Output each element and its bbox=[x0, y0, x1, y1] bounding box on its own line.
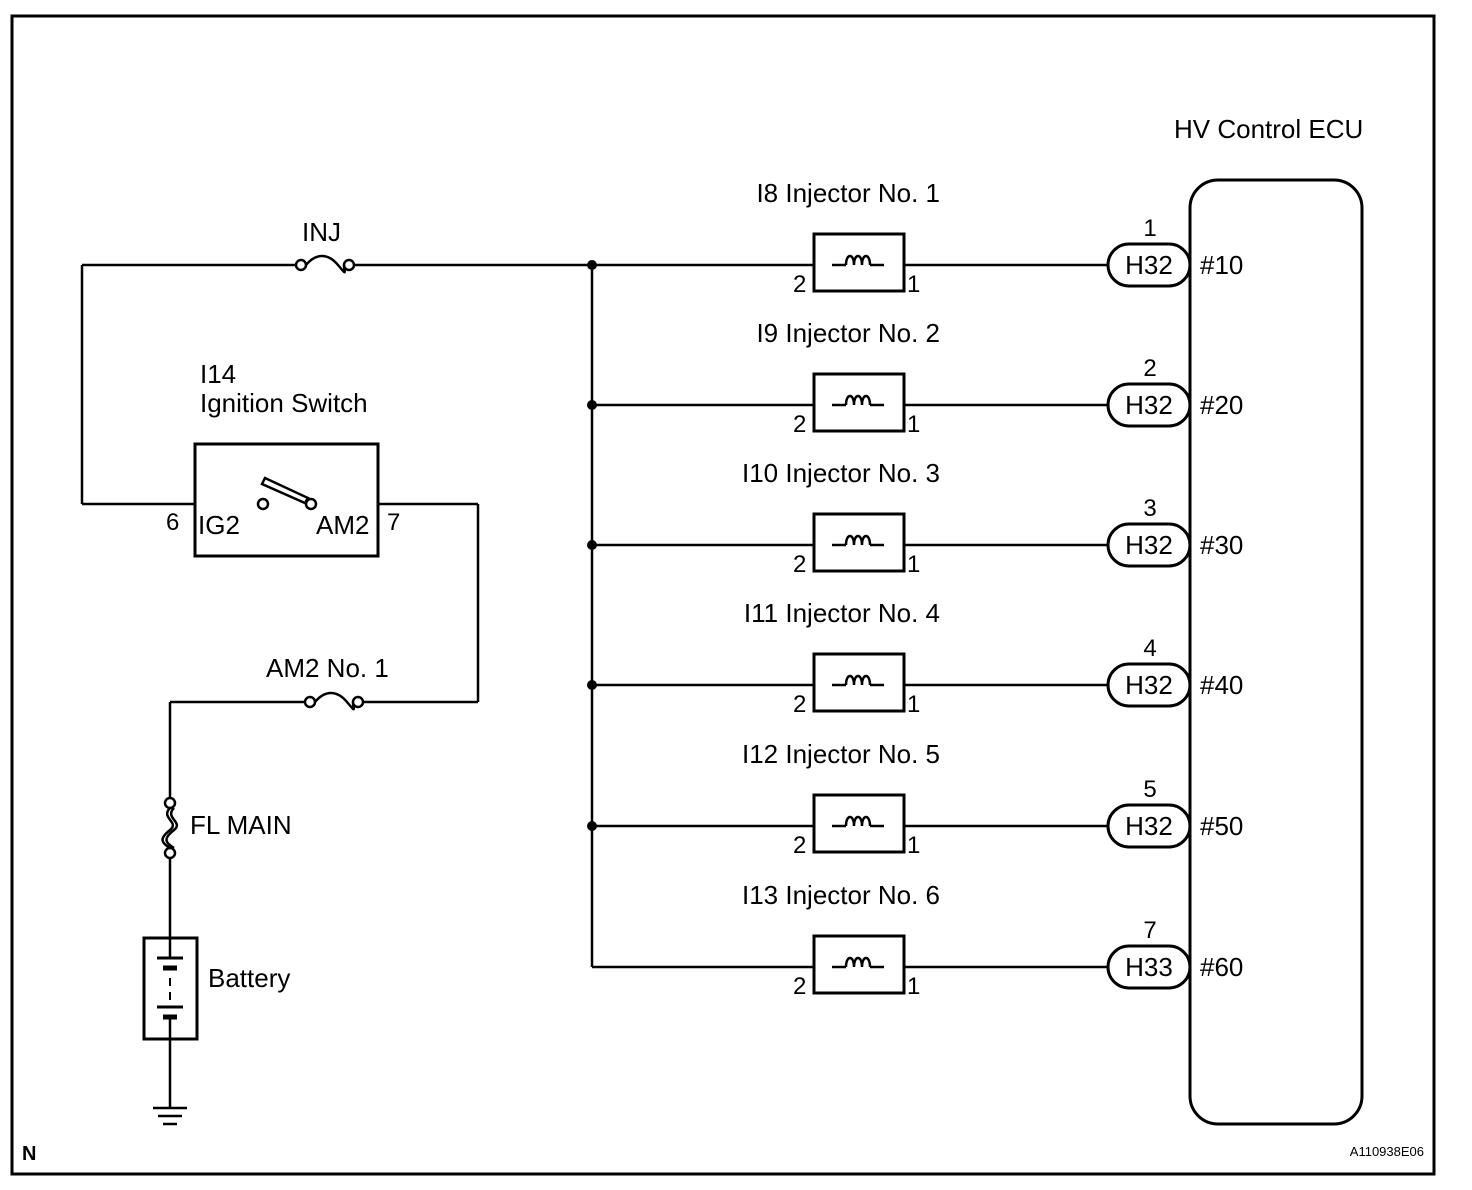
connector-pin: 1 bbox=[1143, 215, 1156, 242]
splice-point-5 bbox=[587, 821, 597, 831]
injector-pin-right: 1 bbox=[907, 691, 920, 718]
injector-pin-right: 1 bbox=[907, 973, 920, 1000]
connector-code: H32 bbox=[1125, 250, 1173, 280]
coil-icon bbox=[832, 254, 884, 267]
ig2-terminal: IG2 bbox=[198, 510, 240, 540]
injector-pin-left: 2 bbox=[793, 691, 806, 718]
injector-6 bbox=[812, 934, 906, 995]
inj-fuse-icon bbox=[82, 254, 592, 274]
injector-pin-right: 1 bbox=[907, 551, 920, 578]
injector-label: I9 Injector No. 2 bbox=[756, 318, 940, 348]
coil-windings bbox=[844, 674, 872, 686]
coil-windings bbox=[844, 394, 872, 406]
injector-row-6: I13 Injector No. 6 2 1 H33 7 #60 bbox=[592, 880, 1243, 1000]
ground-icon bbox=[153, 1039, 187, 1126]
ignition-switch bbox=[193, 442, 380, 558]
coil-windings bbox=[844, 815, 872, 827]
ecu-terminal: #40 bbox=[1200, 670, 1243, 700]
connector-4 bbox=[1106, 662, 1192, 708]
injector-row-4: I11 Injector No. 4 2 1 H32 4 #40 bbox=[587, 598, 1243, 718]
coil-icon bbox=[832, 534, 884, 547]
injector-row-2: I9 Injector No. 2 2 1 H32 2 #20 bbox=[587, 318, 1243, 438]
connector-2 bbox=[1106, 382, 1192, 428]
am2-fuse-label: AM2 No. 1 bbox=[266, 653, 389, 683]
coil-icon bbox=[832, 815, 884, 828]
injector-label: I10 Injector No. 3 bbox=[742, 458, 940, 488]
injector-pin-right: 1 bbox=[907, 411, 920, 438]
ig2-pin: 6 bbox=[166, 509, 179, 536]
fl-main-label: FL MAIN bbox=[190, 810, 292, 840]
coil-icon bbox=[832, 956, 884, 969]
am2-terminal: AM2 bbox=[316, 510, 369, 540]
connector-3 bbox=[1106, 522, 1192, 568]
coil-icon bbox=[832, 394, 884, 407]
am2-fuse-icon bbox=[170, 691, 478, 711]
am2-pin: 7 bbox=[387, 509, 400, 536]
ignition-switch-name: Ignition Switch bbox=[200, 388, 368, 418]
switch-contact-icon bbox=[256, 476, 318, 511]
ecu-terminal: #60 bbox=[1200, 952, 1243, 982]
injector-2 bbox=[812, 372, 906, 433]
coil-icon bbox=[832, 674, 884, 687]
connector-code: H32 bbox=[1125, 530, 1173, 560]
injector-4 bbox=[812, 652, 906, 713]
injector-1 bbox=[812, 232, 906, 293]
coil-windings bbox=[844, 254, 872, 266]
injector-label: I12 Injector No. 5 bbox=[742, 739, 940, 769]
figure-id: A110938E06 bbox=[1350, 1144, 1424, 1159]
connector-code: H33 bbox=[1125, 952, 1173, 982]
fl-main-fusible-link-icon bbox=[161, 796, 179, 860]
splice-point-2 bbox=[587, 400, 597, 410]
injector-label: I11 Injector No. 4 bbox=[744, 598, 940, 628]
injector-pin-right: 1 bbox=[907, 832, 920, 859]
injector-pin-left: 2 bbox=[793, 973, 806, 1000]
ecu-title: HV Control ECU bbox=[1174, 114, 1363, 144]
injector-pin-left: 2 bbox=[793, 271, 806, 298]
connector-6 bbox=[1106, 944, 1192, 990]
inj-fuse-label: INJ bbox=[302, 217, 341, 247]
connector-code: H32 bbox=[1125, 811, 1173, 841]
connector-pin: 5 bbox=[1143, 776, 1156, 803]
injector-3 bbox=[812, 512, 906, 573]
splice-point-4 bbox=[587, 680, 597, 690]
connector-pin: 7 bbox=[1143, 917, 1156, 944]
connector-pin: 2 bbox=[1143, 355, 1156, 382]
ecu-terminal: #30 bbox=[1200, 530, 1243, 560]
injector-label: I8 Injector No. 1 bbox=[756, 178, 940, 208]
hv-control-ecu bbox=[1188, 178, 1364, 1126]
injector-pin-left: 2 bbox=[793, 411, 806, 438]
injector-pin-left: 2 bbox=[793, 551, 806, 578]
connector-pin: 4 bbox=[1143, 635, 1156, 662]
injector-pin-right: 1 bbox=[907, 271, 920, 298]
connector-code: H32 bbox=[1125, 670, 1173, 700]
ecu-terminal: #10 bbox=[1200, 250, 1243, 280]
connector-pin: 3 bbox=[1143, 495, 1156, 522]
injector-pin-left: 2 bbox=[793, 832, 806, 859]
splice-point-1 bbox=[587, 260, 597, 270]
battery-label: Battery bbox=[208, 963, 290, 993]
diagram-frame bbox=[10, 14, 1436, 1176]
coil-windings bbox=[844, 956, 872, 968]
ecu-terminal: #20 bbox=[1200, 390, 1243, 420]
coil-windings bbox=[844, 534, 872, 546]
ignition-switch-code: I14 bbox=[200, 359, 236, 389]
connector-code: H32 bbox=[1125, 390, 1173, 420]
splice-point-3 bbox=[587, 540, 597, 550]
corner-label: N bbox=[22, 1143, 36, 1165]
connector-1 bbox=[1106, 242, 1192, 288]
injector-5 bbox=[812, 793, 906, 854]
battery-icon bbox=[157, 938, 183, 1039]
connector-5 bbox=[1106, 803, 1192, 849]
injector-row-5: I12 Injector No. 5 2 1 H32 5 #50 bbox=[587, 739, 1243, 859]
ecu-terminal: #50 bbox=[1200, 811, 1243, 841]
injector-label: I13 Injector No. 6 bbox=[742, 880, 940, 910]
injector-row-3: I10 Injector No. 3 2 1 H32 3 #30 bbox=[587, 458, 1243, 578]
